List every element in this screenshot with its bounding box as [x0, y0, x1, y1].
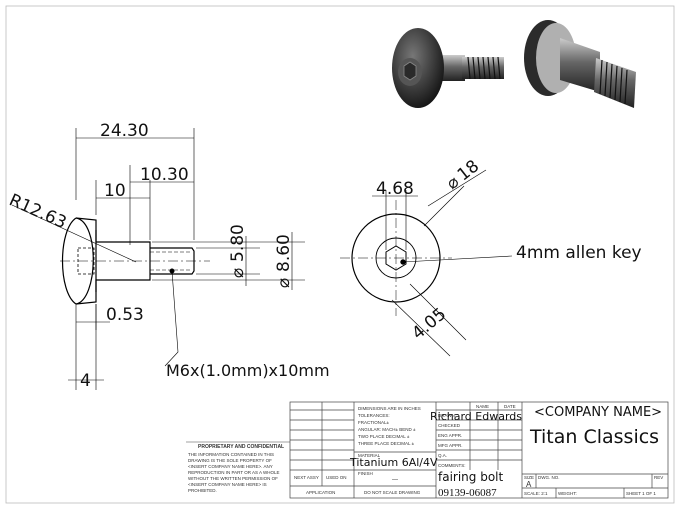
drawing-number: 09139-06087 — [438, 487, 497, 499]
drawn-by: Richard Edwards — [430, 410, 522, 423]
dim-overall-length: 24.30 — [100, 121, 149, 141]
label-next-assy: NEXT ASSY — [294, 475, 319, 480]
label-material: MATERIAL — [358, 453, 381, 458]
callout-socket: 4mm allen key — [516, 243, 642, 263]
label-qa: Q.A. — [438, 453, 447, 458]
material-value: Titanium 6Al/4V — [349, 456, 438, 469]
tolerance-notes: DIMENSIONS ARE IN INCHES TOLERANCES: FRA… — [358, 406, 421, 446]
label-checked: CHECKED — [438, 423, 461, 428]
dim-head-radius: R12.63 — [6, 190, 69, 233]
tol-line: ANGULAR: MACH± BEND ± — [358, 427, 416, 432]
label-application: APPLICATION — [306, 490, 335, 495]
diameter-symbol: ⌀ — [274, 278, 294, 288]
proprietary-line: WITHOUT THE WRITTEN PERMISSION OF — [188, 476, 278, 481]
label-drawn: DRAWN — [438, 413, 455, 418]
proprietary-text: THE INFORMATION CONTAINED IN THIS DRAWIN… — [188, 452, 280, 493]
company-placeholder: <COMPANY NAME> — [534, 405, 662, 420]
dim-thread-dia-group: ⌀ 5.80 — [228, 224, 248, 278]
tol-line: DIMENSIONS ARE IN INCHES — [358, 406, 421, 411]
size-value: A — [526, 480, 532, 489]
diameter-symbol: ⌀ — [228, 268, 248, 278]
tol-line: TWO PLACE DECIMAL ± — [358, 434, 410, 439]
proprietary-line: REPRODUCTION IN PART OR AS A WHOLE — [188, 470, 280, 475]
dim-head-edge: 4 — [80, 371, 91, 391]
label-rev: REV — [654, 475, 663, 480]
dim-shoulder-length: 10.30 — [140, 165, 189, 185]
label-eng-appr: ENG APPR. — [438, 433, 462, 438]
tol-line: TOLERANCES: — [358, 413, 390, 418]
dim-head-dia-group: ⌀ 18 — [443, 156, 483, 194]
dim-head-to-shoulder: 10 — [104, 181, 126, 201]
proprietary-line: <INSERT COMPANY NAME HERE>. ANY — [188, 464, 273, 469]
dim-thread-dia: 5.80 — [228, 224, 248, 262]
dim-shoulder-dia: 8.60 — [274, 234, 294, 272]
side-view-dims — [11, 128, 305, 390]
proprietary-line: THE INFORMATION CONTAINED IN THIS — [188, 452, 274, 457]
label-mfg-appr: MFG APPR. — [438, 443, 463, 448]
bolt-render-back — [524, 20, 636, 108]
label-sheet: SHEET 1 OF 1 — [626, 491, 656, 496]
dim-shoulder-dia-group: ⌀ 8.60 — [274, 234, 294, 288]
bolt-render-front — [392, 28, 504, 108]
finish-value: — — [392, 477, 398, 483]
label-comments: COMMENTS: — [438, 463, 466, 468]
label-finish: FINISH — [358, 471, 373, 476]
proprietary-line: DRAWING IS THE SOLE PROPERTY OF — [188, 458, 272, 463]
dim-head-thickness: 0.53 — [106, 305, 144, 325]
end-view-dims — [372, 169, 513, 357]
label-size: SIZE — [524, 475, 534, 480]
proprietary-line: PROHIBITED. — [188, 488, 217, 493]
label-do-not-scale: DO NOT SCALE DRAWING — [364, 490, 421, 495]
label-scale: SCALE: 2:1 — [524, 491, 548, 496]
label-name: NAME — [476, 404, 489, 409]
tol-line: THREE PLACE DECIMAL ± — [358, 441, 415, 446]
company-name: Titan Classics — [529, 426, 659, 448]
label-used-on: USED ON — [326, 475, 347, 480]
label-dwg-no: DWG. NO. — [538, 475, 560, 480]
side-view — [60, 217, 210, 305]
drawing-title: fairing bolt — [438, 470, 504, 484]
tol-line: FRACTIONAL± — [358, 420, 390, 425]
label-weight: WEIGHT: — [558, 491, 577, 496]
sheet-border — [5, 5, 675, 504]
callout-thread: M6x(1.0mm)x10mm — [166, 361, 330, 380]
label-date: DATE — [504, 404, 516, 409]
end-view — [340, 200, 452, 316]
dim-hex-size: 4.68 — [376, 179, 414, 199]
title-block — [289, 401, 669, 499]
dim-head-dia: 18 — [454, 156, 483, 185]
proprietary-line: <INSERT COMPANY NAME HERE> IS — [188, 482, 267, 487]
proprietary-title: PROPRIETARY AND CONFIDENTIAL — [198, 444, 284, 450]
dim-socket-depth: 4.05 — [408, 304, 450, 344]
